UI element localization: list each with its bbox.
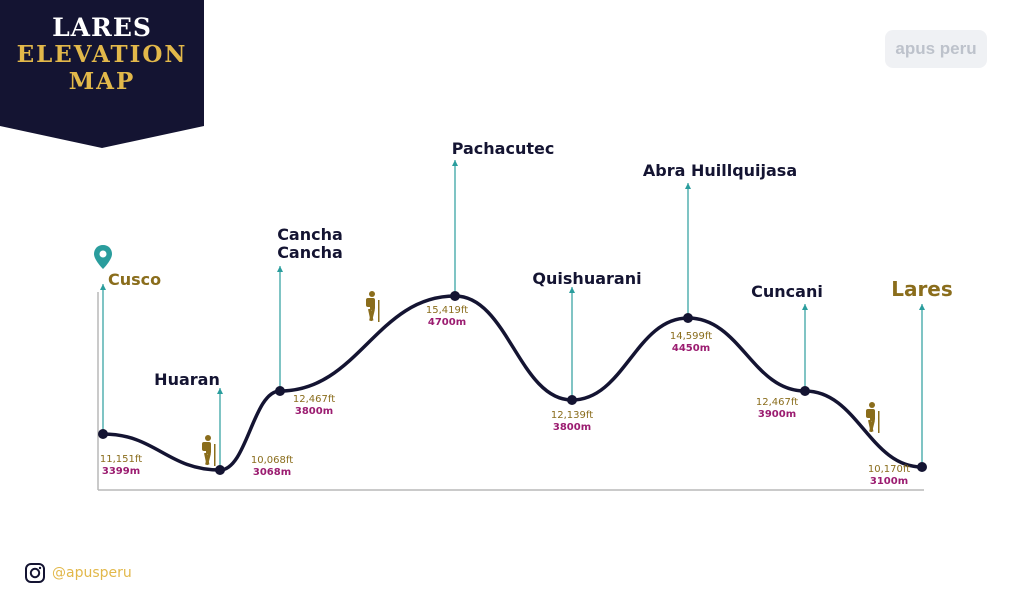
elevation-feet-label: 14,599ft [670, 331, 712, 342]
elevation-point [450, 291, 460, 301]
place-label: Abra Huillquijasa [643, 161, 797, 180]
banner-title: LARES ELEVATION MAP [0, 14, 204, 95]
elevation-feet-label: 11,151ft [100, 454, 142, 465]
title-banner: LARES ELEVATION MAP [0, 0, 204, 148]
elevation-meters-label: 3800m [295, 406, 333, 417]
marker-arrowhead [452, 160, 458, 166]
place-label: Huaran [154, 370, 220, 389]
elevation-point [98, 429, 108, 439]
place-label: Quishuarani [532, 269, 641, 288]
brand-logo: apus peru [885, 30, 987, 68]
elevation-point [683, 313, 693, 323]
elevation-profile-line [102, 294, 923, 472]
hiker-icon [866, 402, 880, 433]
elevation-meters-label: 3900m [758, 409, 796, 420]
elevation-meters-label: 4700m [428, 317, 466, 328]
location-pin-icon [94, 245, 112, 269]
elevation-point [917, 462, 927, 472]
social-handle[interactable]: @apusperu [24, 561, 132, 585]
place-label: Lares [891, 277, 953, 301]
place-label: Pachacutec [452, 139, 555, 158]
banner-line-3: MAP [68, 68, 136, 95]
marker-arrowhead [919, 304, 925, 310]
elevation-feet-label: 12,467ft [293, 394, 335, 405]
banner-line-2: ELEVATION [16, 41, 188, 68]
elevation-meters-label: 3800m [553, 422, 591, 433]
marker-arrowhead [217, 388, 223, 394]
marker-arrowhead [569, 287, 575, 293]
elevation-feet-label: 12,467ft [756, 397, 798, 408]
hiker-icon [366, 291, 380, 322]
marker-arrowhead [277, 266, 283, 272]
marker-arrowhead [100, 284, 106, 290]
marker-arrowhead [685, 183, 691, 189]
social-handle-text: @apusperu [52, 565, 132, 581]
elevation-point [275, 386, 285, 396]
elevation-point [215, 465, 225, 475]
elevation-point [567, 395, 577, 405]
instagram-icon [25, 563, 45, 583]
elevation-meters-label: 3399m [102, 466, 140, 477]
brand-logo-text: apus peru [895, 39, 977, 58]
elevation-meters-label: 4450m [672, 343, 710, 354]
place-label: Cusco [108, 270, 161, 289]
marker-arrowhead [802, 304, 808, 310]
banner-shape [0, 0, 204, 148]
elevation-feet-label: 10,170ft [868, 464, 910, 475]
elevation-meters-label: 3068m [253, 467, 291, 478]
elevation-meters-label: 3100m [870, 476, 908, 487]
elevation-feet-label: 15,419ft [426, 305, 468, 316]
place-label: Cuncani [751, 282, 823, 301]
elevation-point [800, 386, 810, 396]
banner-line-1: LARES [52, 13, 152, 42]
elevation-feet-label: 12,139ft [551, 410, 593, 421]
elevation-feet-label: 10,068ft [251, 455, 293, 466]
hiker-icon [202, 435, 216, 466]
